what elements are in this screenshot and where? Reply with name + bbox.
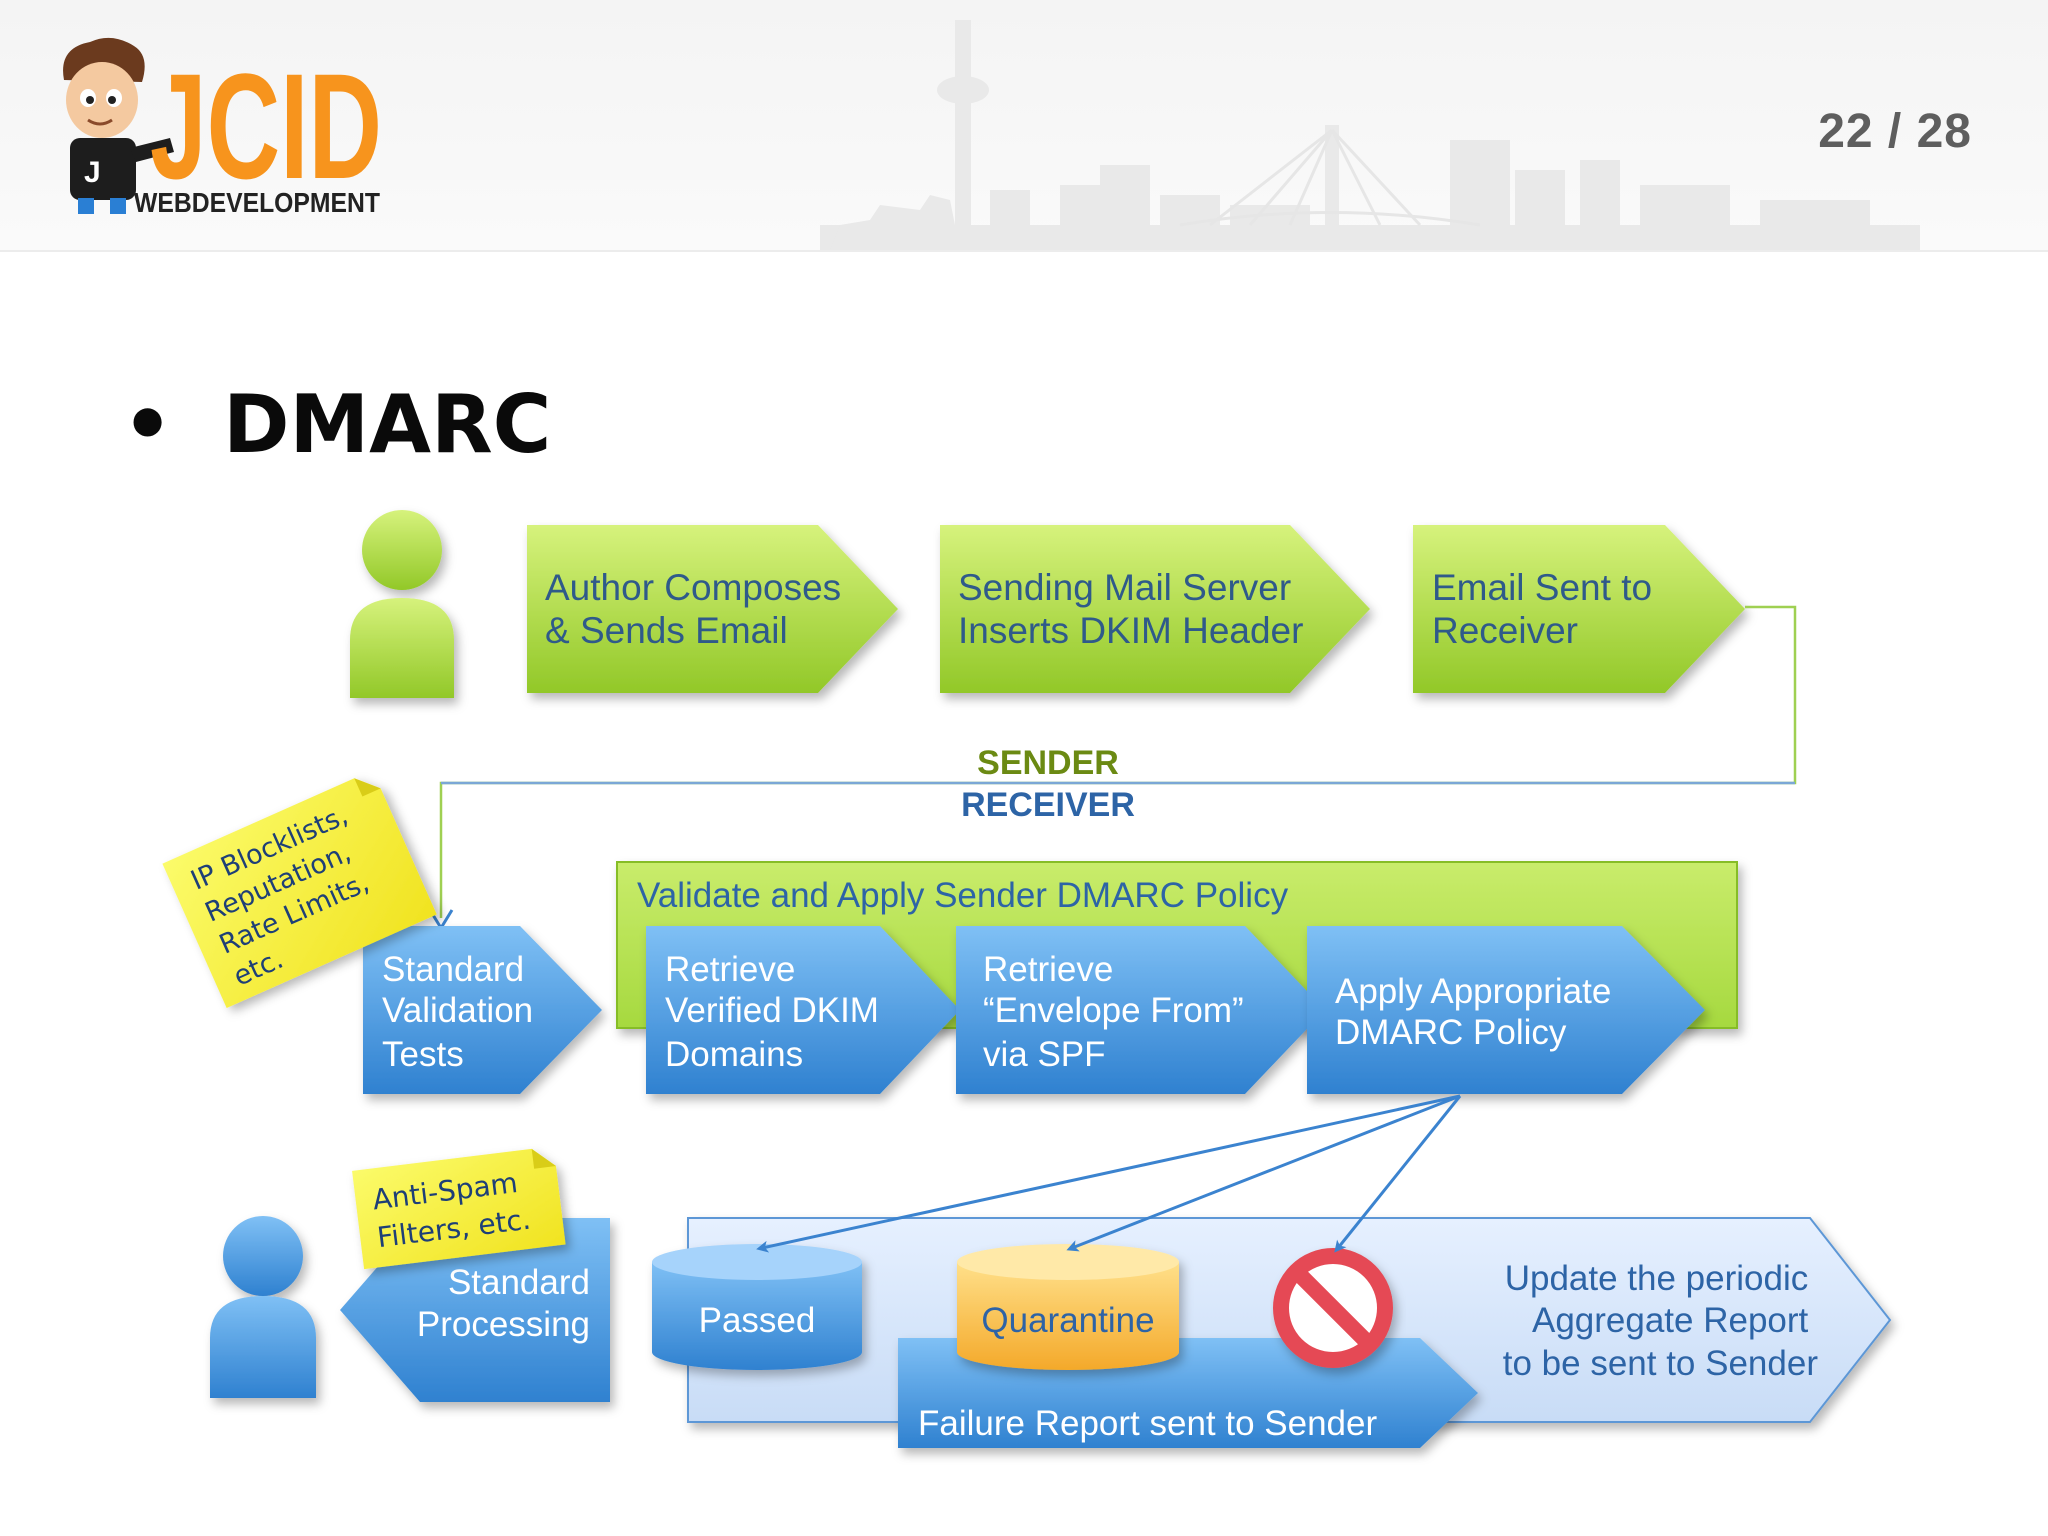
step-text: Apply Appropriate [1335,972,1611,1011]
slide-title-text: DMARC [223,378,552,471]
note-ip-blocklists: IP Blocklists, Reputation, Rate Limits, … [162,778,437,1009]
aggregate-report-text: Update the periodic Aggregate Report to … [1503,1259,1819,1383]
outcome-passed-label: Passed [699,1301,816,1340]
outcome-quarantine-label: Quarantine [981,1301,1154,1340]
svg-text:Sending Mail Server: Sending Mail Server [958,567,1291,608]
outcome-quarantine: Quarantine [957,1244,1179,1370]
svg-text:Domains: Domains [665,1035,803,1074]
svg-text:Retrieve: Retrieve [983,950,1113,989]
policy-container-label: Validate and Apply Sender DMARC Policy [637,876,1289,915]
step-text: Author Composes [545,567,841,608]
step-text: Email Sent to [1432,567,1652,608]
aggregate-report-line: Update the periodic [1505,1259,1809,1298]
receiver-step-standard-validation: Standard Validation Tests [363,926,602,1094]
receiver-person-icon [210,1216,316,1398]
sender-step-author-composes: Author Composes & Sends Email [527,525,898,693]
logo-subtext: WEBDEVELOPMENT [134,187,380,218]
policy-arrow-passed [756,1094,1461,1253]
step-text: Standard [448,1263,590,1302]
svg-text:Retrieve: Retrieve [665,950,795,989]
step-text: Verified DKIM [665,991,879,1030]
step-text: Validation [382,991,533,1030]
aggregate-report-line: to be sent to Sender [1503,1344,1819,1383]
logo-text: JCID [150,42,382,210]
receiver-step-retrieve-spf: Retrieve “Envelope From” via SPF [956,926,1325,1094]
svg-text:Standard: Standard [448,1263,590,1302]
outcome-passed: Passed [652,1244,862,1370]
step-text: Sending Mail Server [958,567,1291,608]
step-text: DMARC Policy [1335,1013,1567,1052]
step-text: & Sends Email [545,610,788,651]
svg-text:via SPF: via SPF [983,1035,1106,1074]
receiver-step-retrieve-dkim: Retrieve Verified DKIM Domains [646,926,960,1094]
step-text: Processing [417,1305,590,1344]
svg-text:Validation: Validation [382,991,533,1030]
receiver-label: RECEIVER [961,786,1135,824]
svg-text:J: J [84,156,101,189]
sender-person-icon [350,510,454,698]
svg-text:“Envelope From”: “Envelope From” [983,991,1244,1030]
step-text: Retrieve [983,950,1113,989]
bullet-icon: • [122,378,174,471]
svg-text:Receiver: Receiver [1432,610,1578,651]
aggregate-report-line: Aggregate Report [1532,1301,1809,1340]
step-text: Receiver [1432,610,1578,651]
standard-processing-step: Standard Processing [340,1218,610,1402]
step-text: Domains [665,1035,803,1074]
sender-label: SENDER [977,744,1119,782]
svg-text:Apply Appropriate: Apply Appropriate [1335,972,1611,1011]
header-band: J JCID WEBDEVELOPMENT 22 / 28 [0,0,2048,252]
svg-text:& Sends Email: & Sends Email [545,610,788,651]
step-text: “Envelope From” [983,991,1244,1030]
receiver-step-apply-dmarc-policy: Apply Appropriate DMARC Policy [1307,926,1705,1094]
city-skyline-watermark [820,20,1920,250]
svg-text:Email Sent to: Email Sent to [1432,567,1652,608]
sender-step-server-inserts-dkim: Sending Mail Server Inserts DKIM Header [940,525,1370,693]
policy-arrow-quarantine [1066,1094,1461,1252]
mascot-icon: J [63,37,174,214]
step-text: Tests [382,1035,464,1074]
no-entry-icon [1273,1248,1393,1368]
svg-text:Standard: Standard [382,950,524,989]
step-text: Inserts DKIM Header [958,610,1303,651]
svg-text:Processing: Processing [417,1305,590,1344]
slide-title: • DMARC [122,378,551,471]
policy-arrow-reject [1334,1095,1462,1253]
svg-text:Tests: Tests [382,1035,464,1074]
svg-text:Inserts DKIM Header: Inserts DKIM Header [958,610,1303,651]
step-text: via SPF [983,1035,1106,1074]
step-text: Standard [382,950,524,989]
svg-text:Author Composes: Author Composes [545,567,841,608]
note-anti-spam: Anti-Spam Filters, etc. [352,1148,566,1270]
jcid-logo: J JCID WEBDEVELOPMENT [63,37,382,218]
page-number: 22 / 28 [1818,105,1972,158]
failure-report-text: Failure Report sent to Sender [918,1404,1377,1443]
svg-text:DMARC Policy: DMARC Policy [1335,1013,1567,1052]
step-text: Retrieve [665,950,795,989]
sender-step-email-sent: Email Sent to Receiver [1413,525,1745,693]
svg-text:Verified DKIM: Verified DKIM [665,991,879,1030]
